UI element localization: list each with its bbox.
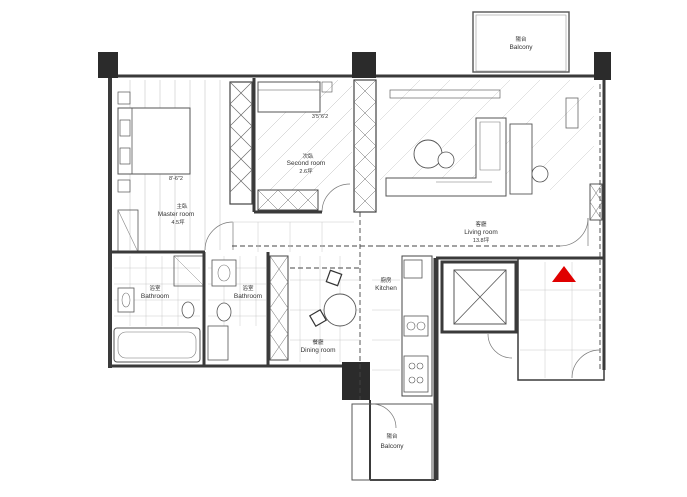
master-cn: 主臥	[176, 202, 188, 210]
dining-room: 餐廳 Dining room	[290, 256, 360, 362]
partition-shelf	[353, 79, 377, 213]
kitchen-cn: 廚房	[380, 276, 392, 284]
kitchen: 廚房 Kitchen	[372, 255, 433, 397]
balcony-bottom-en: Balcony	[380, 443, 404, 450]
balcony-bottom: 陽台 Balcony	[351, 403, 433, 481]
living-cn: 客廳	[475, 220, 487, 228]
master-room: 8'-6"2 主臥 Master room 4.5坪	[110, 80, 253, 254]
second-room: 3'5"6'2 次臥 Second room 2.6坪	[252, 78, 353, 214]
master-area: 4.5坪	[171, 218, 185, 226]
master-en: Master room	[158, 211, 194, 218]
balcony-top-en: Balcony	[509, 44, 533, 51]
bathroom-2: 浴室 Bathroom	[207, 252, 270, 366]
bath2-en: Bathroom	[234, 293, 262, 300]
kitchen-en: Kitchen	[375, 285, 397, 292]
dining-shelf	[269, 255, 289, 361]
second-en: Second room	[287, 160, 326, 167]
dining-en: Dining room	[300, 347, 335, 354]
bath1-cn: 浴室	[149, 284, 161, 292]
living-en: Living room	[464, 229, 498, 236]
bathroom-1: 浴室 Bathroom	[113, 252, 206, 366]
bath1-en: Bathroom	[141, 293, 169, 300]
second-area: 2.6坪	[299, 167, 313, 175]
bath2-cn: 浴室	[242, 284, 254, 292]
balcony-bottom-cn: 陽台	[386, 432, 398, 440]
living-room: 客廳 Living room 13.8坪	[232, 79, 603, 400]
balcony-top-cn: 陽台	[515, 35, 527, 43]
structural-columns	[98, 52, 611, 400]
elevator-core	[440, 257, 605, 381]
corridor	[232, 221, 354, 252]
master-dim: 8'-6"2	[169, 176, 183, 182]
second-cn: 次臥	[302, 152, 314, 160]
living-area: 13.8坪	[473, 236, 490, 244]
balcony-top: 陽台 Balcony	[472, 11, 570, 73]
second-dim: 3'5"6'2	[312, 114, 328, 120]
dining-cn: 餐廳	[312, 338, 324, 346]
north-arrow-marker	[552, 266, 576, 282]
